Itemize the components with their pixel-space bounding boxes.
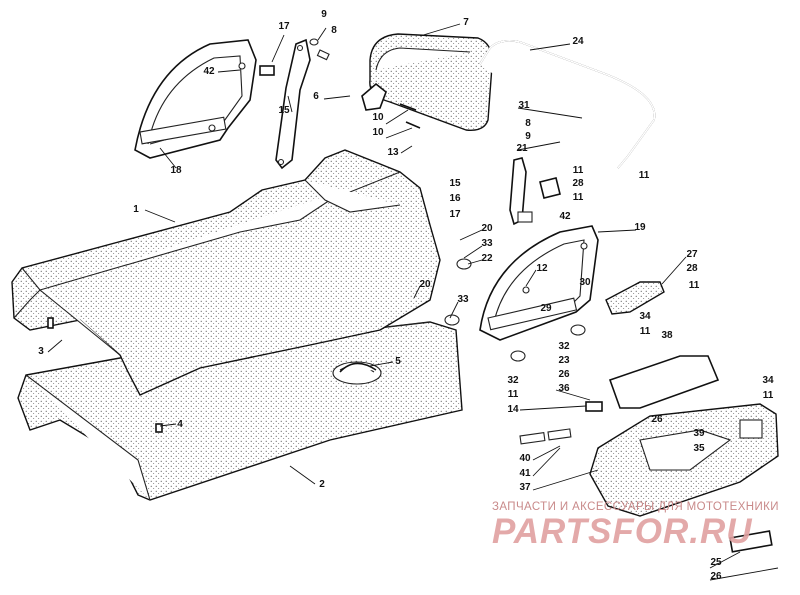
part-8-9-spacer-left: [309, 38, 330, 61]
callout-34: 34: [639, 311, 651, 322]
callout-36: 36: [558, 383, 570, 394]
callout-3: 3: [38, 346, 44, 357]
callout-15: 15: [278, 105, 290, 116]
callout-5: 5: [395, 356, 401, 367]
callout-9: 9: [321, 9, 327, 20]
watermark-caption: ЗАПЧАСТИ И АКСЕССУАРЫ ДЛЯ МОТОТЕХНИКИ: [492, 501, 779, 513]
callout-42: 42: [559, 211, 571, 222]
callout-8: 8: [331, 25, 337, 36]
callout-34: 34: [762, 375, 774, 386]
callout-25: 25: [710, 557, 722, 568]
callout-27: 27: [686, 249, 698, 260]
callout-41: 41: [519, 468, 531, 479]
callout-18: 18: [170, 165, 182, 176]
callout-28: 28: [686, 263, 698, 274]
callout-17: 17: [278, 21, 290, 32]
callout-20: 20: [419, 279, 431, 290]
callout-11: 11: [573, 192, 584, 203]
callout-28: 28: [572, 178, 584, 189]
part-14-clip: [585, 401, 603, 412]
part-17-block-left: [259, 65, 275, 76]
callout-40: 40: [519, 453, 531, 464]
callout-23: 23: [558, 355, 570, 366]
callout-12: 12: [536, 263, 548, 274]
callout-16: 16: [449, 193, 461, 204]
part-5-strap: [339, 362, 377, 373]
callout-42: 42: [203, 66, 215, 77]
callout-9: 9: [525, 131, 531, 142]
callout-6: 6: [313, 91, 319, 102]
part-24-grab-bar: [479, 40, 656, 169]
callout-32: 32: [507, 375, 519, 386]
callout-11: 11: [573, 165, 584, 176]
callout-33: 33: [457, 294, 469, 305]
part-28-clip: [539, 177, 561, 199]
part-15-left-strut: [275, 38, 311, 170]
callout-37: 37: [519, 482, 531, 493]
callout-30: 30: [579, 277, 591, 288]
part-10-screws: [399, 103, 421, 129]
callout-11: 11: [508, 389, 519, 400]
callout-11: 11: [639, 170, 650, 181]
callout-24: 24: [572, 36, 584, 47]
callout-7: 7: [463, 17, 469, 28]
callout-26: 26: [651, 414, 663, 425]
callout-31: 31: [518, 100, 530, 111]
callout-26: 26: [710, 571, 722, 582]
parts-artwork: [11, 33, 779, 553]
callout-13: 13: [387, 147, 399, 158]
callout-11: 11: [689, 280, 700, 291]
callout-21: 21: [516, 143, 528, 154]
part-6-hinge-bracket: [361, 82, 387, 111]
part-22-33-washers: [444, 258, 586, 362]
part-15-right-strut: [509, 157, 533, 226]
callout-10: 10: [372, 112, 384, 123]
part-25-taillight: [729, 530, 773, 553]
part-19-right-bracket: [479, 225, 599, 341]
callout-1: 1: [133, 204, 139, 215]
part-37-tail-box: [589, 403, 779, 517]
part-27-strap: [605, 281, 665, 315]
part-7-backrest-pad: [369, 33, 493, 131]
callout-10: 10: [372, 127, 384, 138]
part-4-pin: [155, 423, 163, 433]
callout-14: 14: [507, 404, 519, 415]
callout-22: 22: [481, 253, 493, 264]
callout-19: 19: [634, 222, 646, 233]
callout-8: 8: [525, 118, 531, 129]
part-18-left-bracket: [134, 39, 257, 159]
part-1-seat-cushion: [11, 149, 441, 396]
leader-lines: [47, 23, 779, 581]
callout-20: 20: [481, 223, 493, 234]
callout-17: 17: [449, 209, 461, 220]
callout-4: 4: [177, 419, 183, 430]
callout-38: 38: [661, 330, 673, 341]
callout-33: 33: [481, 238, 493, 249]
callout-2: 2: [319, 479, 325, 490]
watermark-logo: PARTSFOR.RU: [492, 512, 753, 551]
part-41-decal: [547, 428, 572, 441]
callout-39: 39: [693, 428, 705, 439]
callout-11: 11: [763, 390, 774, 401]
callout-11: 11: [640, 326, 651, 337]
callout-29: 29: [540, 303, 552, 314]
callout-32: 32: [558, 341, 570, 352]
callout-15: 15: [449, 178, 461, 189]
part-40-decal: [519, 432, 546, 445]
callout-35: 35: [693, 443, 705, 454]
callout-26: 26: [558, 369, 570, 380]
part-3-pin: [47, 317, 54, 329]
part-36-panel: [608, 355, 720, 409]
